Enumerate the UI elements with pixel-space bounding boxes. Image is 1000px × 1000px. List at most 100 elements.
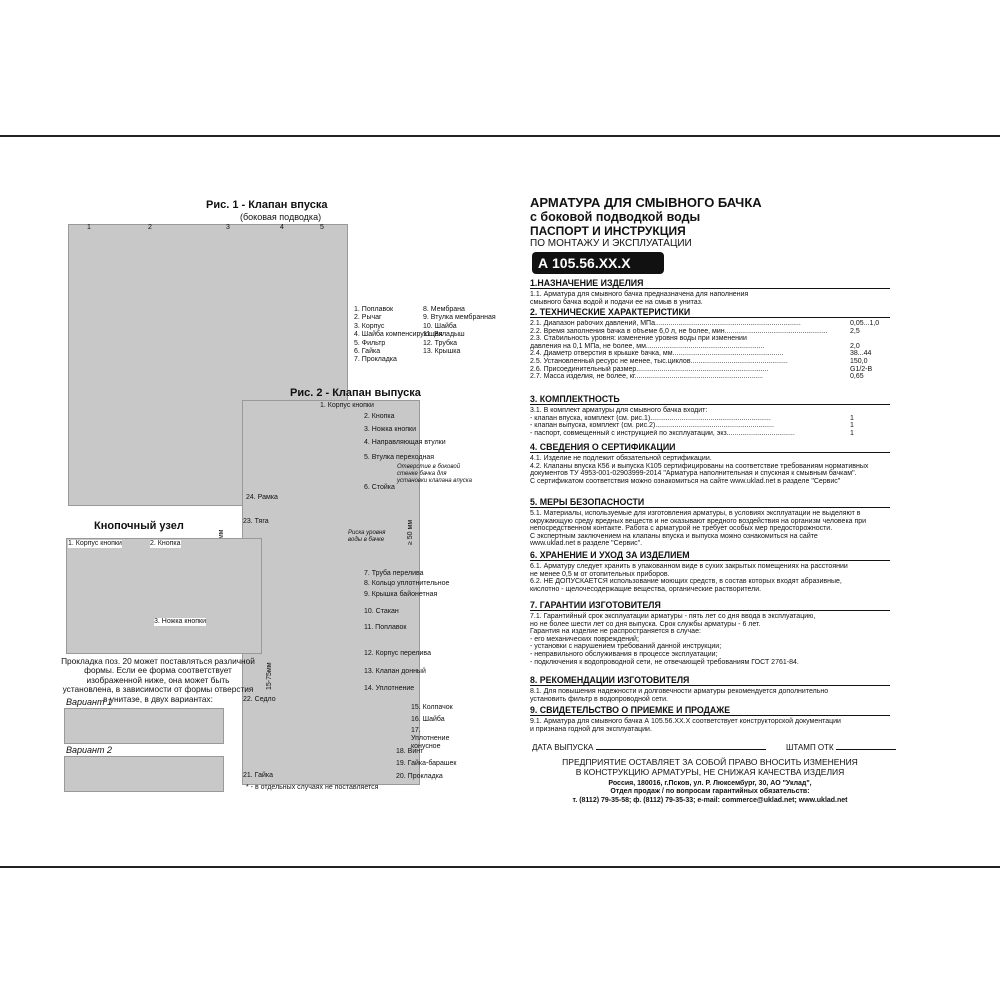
spec-value: 2,5 bbox=[850, 327, 860, 335]
section-text: установить фильтр в водопроводной сети. bbox=[530, 695, 668, 703]
contents-row: - клапан впуска, комплект (см. рис.1)...… bbox=[530, 415, 890, 423]
spec-label: 2.7. Масса изделия, не более, кг........… bbox=[530, 373, 763, 381]
spec-label: 2.2. Время заполнения бачка в объеме 6,0… bbox=[530, 327, 828, 335]
section-text: кислотно - щелочесодержащие вещества, ор… bbox=[530, 585, 762, 593]
footer-dept: Отдел продаж / по вопросам гарантийных о… bbox=[610, 788, 810, 795]
footer-contacts: т. (8112) 79-35-58; ф. (8112) 79-35-33; … bbox=[572, 797, 848, 804]
section-heading: 4. СВЕДЕНИЯ О СЕРТИФИКАЦИИ bbox=[530, 442, 890, 453]
bottom-border-line bbox=[0, 866, 1000, 868]
section-contents: 3. КОМПЛЕКТНОСТЬ 3.1. В комплект арматур… bbox=[530, 394, 890, 437]
footer-address: Россия, 180016, г.Псков, ул. Р. Люксембу… bbox=[608, 780, 812, 787]
section-heading: 2. ТЕХНИЧЕСКИЕ ХАРАКТЕРИСТИКИ bbox=[530, 307, 890, 318]
legend-item: 3. Корпус bbox=[354, 322, 385, 330]
section-heading: 8. РЕКОМЕНДАЦИИ ИЗГОТОВИТЕЛЯ bbox=[530, 675, 890, 686]
section-heading: 5. МЕРЫ БЕЗОПАСНОСТИ bbox=[530, 497, 890, 508]
button-unit-label: 2. Кнопка bbox=[150, 540, 181, 548]
gasket-note: Прокладка поз. 20 может поставляться раз… bbox=[61, 656, 255, 704]
spec-value: 0,65 bbox=[850, 373, 864, 381]
fig2-label: 5. Втулка переходная bbox=[364, 454, 435, 461]
section-text: смывного бачка водой и подачи ее на смыв… bbox=[530, 298, 703, 306]
fig1-callout: 1 bbox=[87, 224, 91, 231]
legend-item: 4. Шайба компенсирующая bbox=[354, 331, 443, 339]
spec-row: 2.1. Диапазон рабочих давлений, МПа.....… bbox=[530, 320, 890, 328]
fig2-label: 12. Корпус перелива bbox=[364, 650, 431, 657]
fig2-hole-note: Отверстие в боковой стенке бачка для уст… bbox=[397, 464, 472, 484]
spec-value: G1/2-B bbox=[850, 365, 873, 373]
spec-value: 2,0 bbox=[850, 342, 860, 350]
section-heading: 3. КОМПЛЕКТНОСТЬ bbox=[530, 394, 890, 405]
section-text: С сертификатом соответствия можно ознако… bbox=[530, 477, 841, 485]
fig1-callout: 3 bbox=[226, 224, 230, 231]
button-unit-title: Кнопочный узел bbox=[94, 520, 184, 532]
spec-row: 2.5. Установленный ресурс не менее, тыс.… bbox=[530, 358, 890, 366]
spec-row: 2.6. Присоединительный размер...........… bbox=[530, 366, 890, 374]
fig1-title: Рис. 1 - Клапан впуска bbox=[206, 199, 328, 211]
section-text: окружающую среду вредных веществ и не ок… bbox=[530, 517, 867, 525]
legend-item: 5. Фильтр bbox=[354, 339, 386, 347]
variant1-label: Вариант 1 bbox=[66, 697, 112, 707]
section-text: - подключения к водопроводной сети, не о… bbox=[530, 658, 799, 666]
legend-item: 6. Гайка bbox=[354, 347, 381, 355]
fig1-callout: 2 bbox=[148, 224, 152, 231]
section-text: 7.1. Гарантийный срок эксплуатации армат… bbox=[530, 613, 816, 620]
section-recommendations: 8. РЕКОМЕНДАЦИИ ИЗГОТОВИТЕЛЯ 8.1. Для по… bbox=[530, 675, 890, 703]
fig1-subtitle: (боковая подводка) bbox=[240, 212, 322, 222]
fig2-label: 8. Кольцо уплотнительное bbox=[364, 580, 450, 587]
fig2-label: 10. Стакан bbox=[364, 608, 399, 615]
legend-item: 1. Поплавок bbox=[354, 306, 394, 313]
section-text: 4.1. Изделие не подлежит обязательной се… bbox=[530, 455, 712, 462]
spec-label: 2.1. Диапазон рабочих давлений, МПа.....… bbox=[530, 320, 801, 327]
contents-qty: 1 bbox=[850, 429, 854, 437]
contents-qty: 1 bbox=[850, 414, 854, 422]
section-text: непосредственном контакте. Работа с арма… bbox=[530, 525, 833, 533]
section-heading: 1.НАЗНАЧЕНИЕ ИЗДЕЛИЯ bbox=[530, 278, 890, 289]
fig2-label: 17. Уплотнение конусное bbox=[411, 727, 450, 750]
contents-row: - паспорт, совмещенный с инструкцией по … bbox=[530, 430, 890, 438]
legend-item: 9. Втулка мембранная bbox=[423, 314, 496, 322]
release-date-field: ДАТА ВЫПУСКА bbox=[532, 742, 766, 752]
section-storage: 6. ХРАНЕНИЕ И УХОД ЗА ИЗДЕЛИЕМ 6.1. Арма… bbox=[530, 550, 890, 593]
section-text: и признана годной для эксплуатации. bbox=[530, 725, 652, 733]
legend-item: 7. Прокладка bbox=[354, 356, 397, 364]
spec-row: 2.2. Время заполнения бачка в объеме 6,0… bbox=[530, 328, 890, 336]
fig2-dim-range: 15-75мм bbox=[266, 662, 273, 690]
fig2-label: 22. Седло bbox=[243, 696, 276, 703]
spec-value bbox=[850, 335, 890, 343]
qc-stamp-label: ШТАМП ОТК bbox=[786, 743, 834, 752]
section-text: 1.1. Арматура для смывного бачка предназ… bbox=[530, 291, 749, 298]
section-text: 4.2. Клапаны впуска К56 и выпуска К105 с… bbox=[530, 462, 869, 470]
doc-title: АРМАТУРА ДЛЯ СМЫВНОГО БАЧКА bbox=[530, 195, 762, 210]
section-text: 5.1. Материалы, используемые для изготов… bbox=[530, 510, 861, 517]
section-text: не менее 0,5 м от отопительных приборов. bbox=[530, 570, 670, 578]
section-heading: 7. ГАРАНТИИ ИЗГОТОВИТЕЛЯ bbox=[530, 600, 890, 611]
spec-label: 2.3. Стабильность уровня: изменение уров… bbox=[530, 335, 747, 343]
fig2-title: Рис. 2 - Клапан выпуска bbox=[290, 387, 421, 399]
section-text: - его механических повреждений; bbox=[530, 635, 639, 643]
fig2-label: 13. Клапан донный bbox=[364, 668, 426, 675]
spec-value: 38...44 bbox=[850, 350, 872, 358]
section-acceptance: 9. СВИДЕТЕЛЬСТВО О ПРИЕМКЕ И ПРОДАЖЕ 9.1… bbox=[530, 705, 890, 733]
model-badge: А 105.56.XX.X bbox=[532, 252, 664, 274]
spec-label: 2.4. Диаметр отверстия в крышке бачка, м… bbox=[530, 350, 784, 358]
fig2-label: 2. Кнопка bbox=[364, 413, 395, 420]
spec-row: 2.4. Диаметр отверстия в крышке бачка, м… bbox=[530, 350, 890, 358]
contents-qty: 1 bbox=[850, 422, 854, 430]
section-text: Гарантия на изделие не распространяется … bbox=[530, 628, 701, 636]
spec-value: 0,05...1,0 bbox=[850, 320, 880, 327]
fig2-dim-50: ≥ 50 мм bbox=[407, 519, 414, 545]
fig2-label: 15. Колпачок bbox=[411, 704, 453, 711]
legend-item: 11. Вкладыш bbox=[423, 331, 465, 339]
footer-notice: В КОНСТРУКЦИЮ АРМАТУРЫ, НЕ СНИЖАЯ КАЧЕСТ… bbox=[575, 767, 845, 777]
section-text: 6.1. Арматуру следует хранить в упакован… bbox=[530, 563, 848, 570]
fig2-label: 4. Направляющая втулки bbox=[364, 439, 446, 446]
fig2-label: 7. Труба перелива bbox=[364, 570, 424, 577]
fig2-level-note: Риска уровня воды в бачке bbox=[348, 530, 386, 543]
section-text: 8.1. Для повышения надежности и долговеч… bbox=[530, 688, 829, 695]
footer: ПРЕДПРИЯТИЕ ОСТАВЛЯЕТ ЗА СОБОЙ ПРАВО ВНО… bbox=[530, 757, 890, 805]
footer-notice: ПРЕДПРИЯТИЕ ОСТАВЛЯЕТ ЗА СОБОЙ ПРАВО ВНО… bbox=[562, 757, 858, 767]
contents-label: - клапан впуска, комплект (см. рис.1)...… bbox=[530, 414, 771, 422]
fig2-label: 21. Гайка bbox=[243, 772, 273, 779]
fig1-callout: 4 bbox=[280, 224, 284, 231]
section-safety: 5. МЕРЫ БЕЗОПАСНОСТИ 5.1. Материалы, исп… bbox=[530, 497, 940, 548]
legend-item: 10. Шайба bbox=[423, 322, 457, 330]
